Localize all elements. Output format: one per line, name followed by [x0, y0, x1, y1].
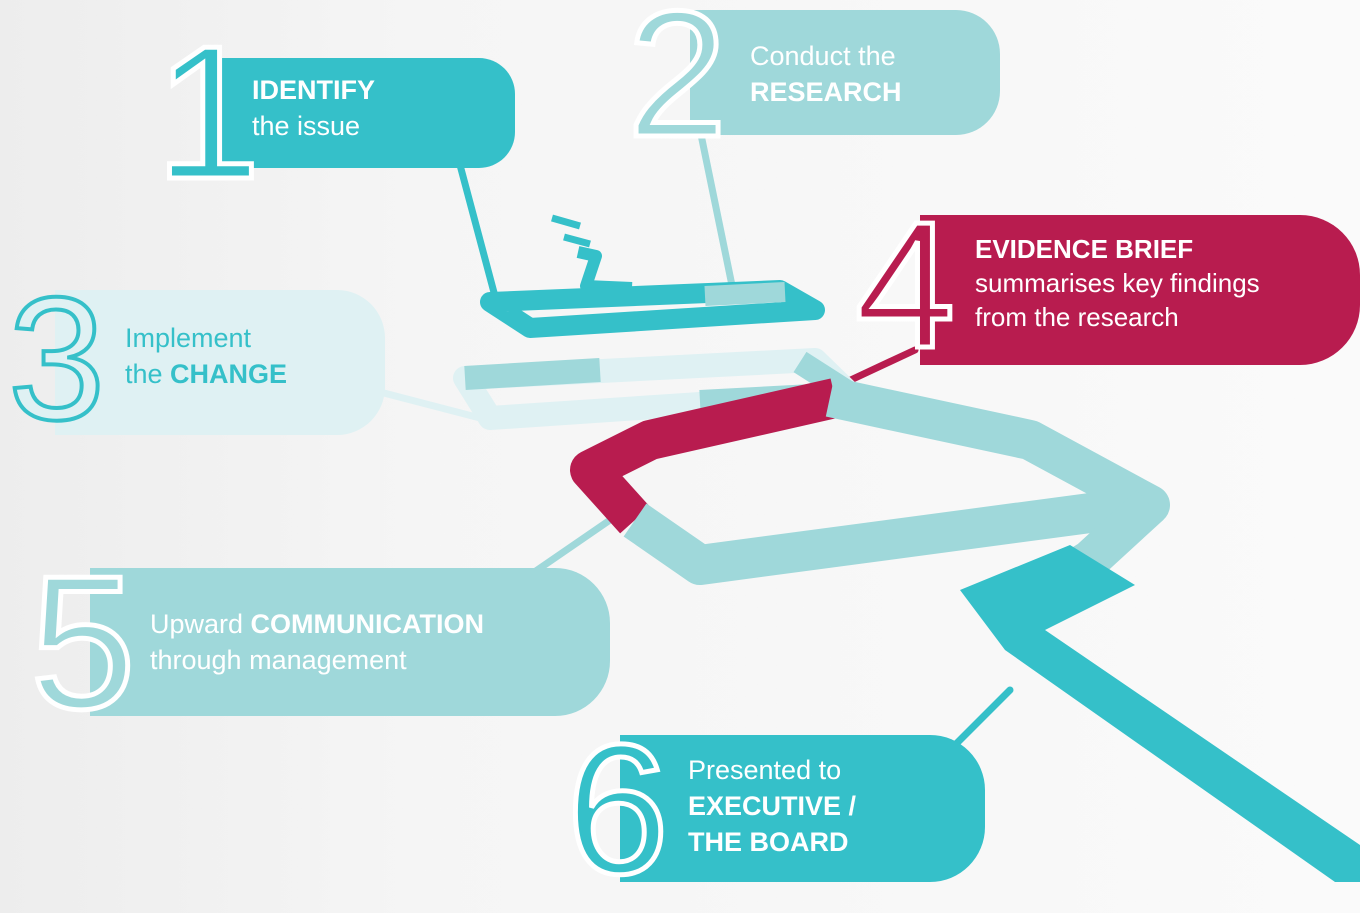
step-5-title-bold: COMMUNICATION	[250, 609, 485, 639]
step-2-box	[690, 10, 1000, 135]
step-3-subtitle-prefix: the	[125, 359, 171, 389]
step-6-subtitle-2: THE BOARD	[688, 827, 849, 857]
step-5-number: 5	[28, 537, 139, 749]
step-1-subtitle: the issue	[252, 111, 361, 141]
step-6-subtitle: EXECUTIVE /	[688, 791, 857, 821]
connector-6	[951, 686, 1014, 749]
connector-1	[456, 161, 500, 304]
step-3-subtitle-bold: CHANGE	[170, 359, 288, 389]
loop-1	[480, 214, 825, 338]
connector-3	[376, 388, 484, 422]
step-6-box	[620, 735, 985, 882]
step-4-subtitle-2: from the research	[975, 302, 1179, 332]
step-5-subtitle: through management	[150, 645, 407, 675]
process-path	[376, 116, 1360, 882]
connector-5	[526, 516, 614, 579]
step-3-number: 3	[6, 262, 107, 457]
step-1-box	[210, 58, 515, 168]
connector-4	[836, 346, 919, 389]
step-4-subtitle: summarises key findings	[975, 268, 1260, 298]
step-6-title: Presented to	[688, 755, 842, 785]
step-2-number: 2	[624, 0, 729, 175]
step-5-title-prefix: Upward	[150, 609, 251, 639]
step-6-number: 6	[564, 707, 672, 913]
step-5-box	[90, 568, 610, 716]
step-4-title: EVIDENCE BRIEF	[975, 234, 1194, 264]
step-1-number: 1	[153, 7, 264, 219]
connector-2	[694, 116, 739, 304]
step-2-subtitle: RESEARCH	[750, 77, 902, 107]
step-4-number: 4	[852, 185, 957, 386]
step-2-title: Conduct the	[750, 41, 896, 71]
step-3-box	[55, 290, 385, 435]
step-1-title: IDENTIFY	[252, 75, 376, 105]
step-4-box	[920, 215, 1360, 365]
step-3-title: Implement	[125, 323, 252, 353]
road-out	[960, 545, 1360, 882]
